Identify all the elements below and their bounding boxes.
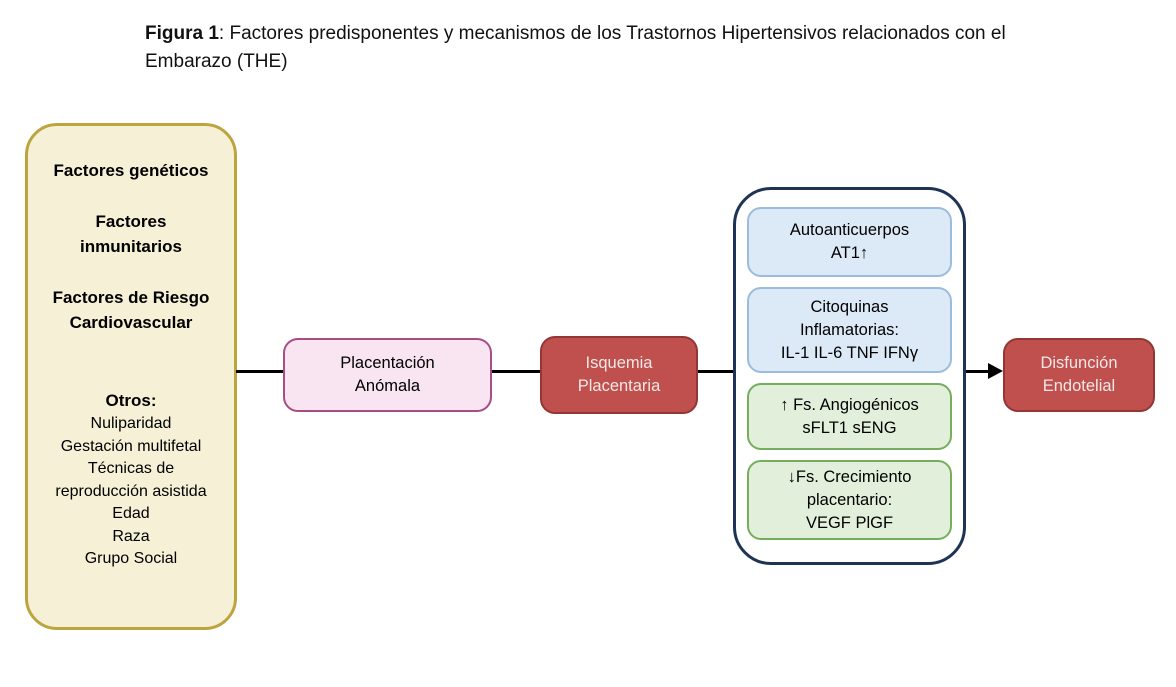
isquemia-placentaria-box: Isquemia Placentaria xyxy=(540,336,698,414)
mediator-box-autoanticuerpos: Autoanticuerpos AT1↑ xyxy=(747,207,952,277)
predisposing-factors-box: Factores genéticos Factores inmunitarios… xyxy=(25,123,237,630)
placentacion-anomala-box: Placentación Anómala xyxy=(283,338,492,412)
otros-item-tecnicas-reproduccion: Técnicas de reproducción asistida xyxy=(55,460,207,500)
mediators-container: Autoanticuerpos AT1↑ Citoquinas Inflamat… xyxy=(733,187,966,565)
arrow-right-icon xyxy=(988,363,1003,379)
mediator-box-crecimiento-placentario: ↓Fs. Crecimiento placentario: VEGF PlGF xyxy=(747,460,952,540)
otros-item-grupo-social: Grupo Social xyxy=(84,550,178,567)
connector-line-3 xyxy=(697,370,734,373)
mediator-box-angiogenicos: ↑ Fs. Angiogénicos sFLT1 sENG xyxy=(747,383,952,450)
otros-title: Otros: xyxy=(105,391,157,410)
connector-arrow-shaft xyxy=(965,370,990,373)
connector-line-2 xyxy=(491,370,541,373)
disfuncion-endotelial-box: Disfunción Endotelial xyxy=(1003,338,1155,412)
otros-item-raza: Raza xyxy=(112,527,150,545)
factor-riesgo-cardiovascular: Factores de Riesgo Cardiovascular xyxy=(52,288,210,332)
connector-line-1 xyxy=(236,370,284,373)
otros-block: Otros: Nuliparidad Gestación multifetal … xyxy=(55,389,206,571)
otros-item-edad: Edad xyxy=(112,505,150,522)
figure-caption-label: Figura 1 xyxy=(145,23,219,44)
factor-geneticos: Factores genéticos xyxy=(53,161,209,180)
figure-caption: Figura 1: Factores predisponentes y meca… xyxy=(145,20,1090,75)
figure-caption-text: : Factores predisponentes y mecanismos d… xyxy=(145,23,1006,72)
otros-item-gestacion-multifetal: Gestación multifetal xyxy=(60,437,202,455)
otros-item-nuliparidad: Nuliparidad xyxy=(90,415,172,432)
factor-inmunitarios: Factores inmunitarios xyxy=(79,212,182,256)
mediator-box-citoquinas: Citoquinas Inflamatorias: IL-1 IL-6 TNF … xyxy=(747,287,952,373)
